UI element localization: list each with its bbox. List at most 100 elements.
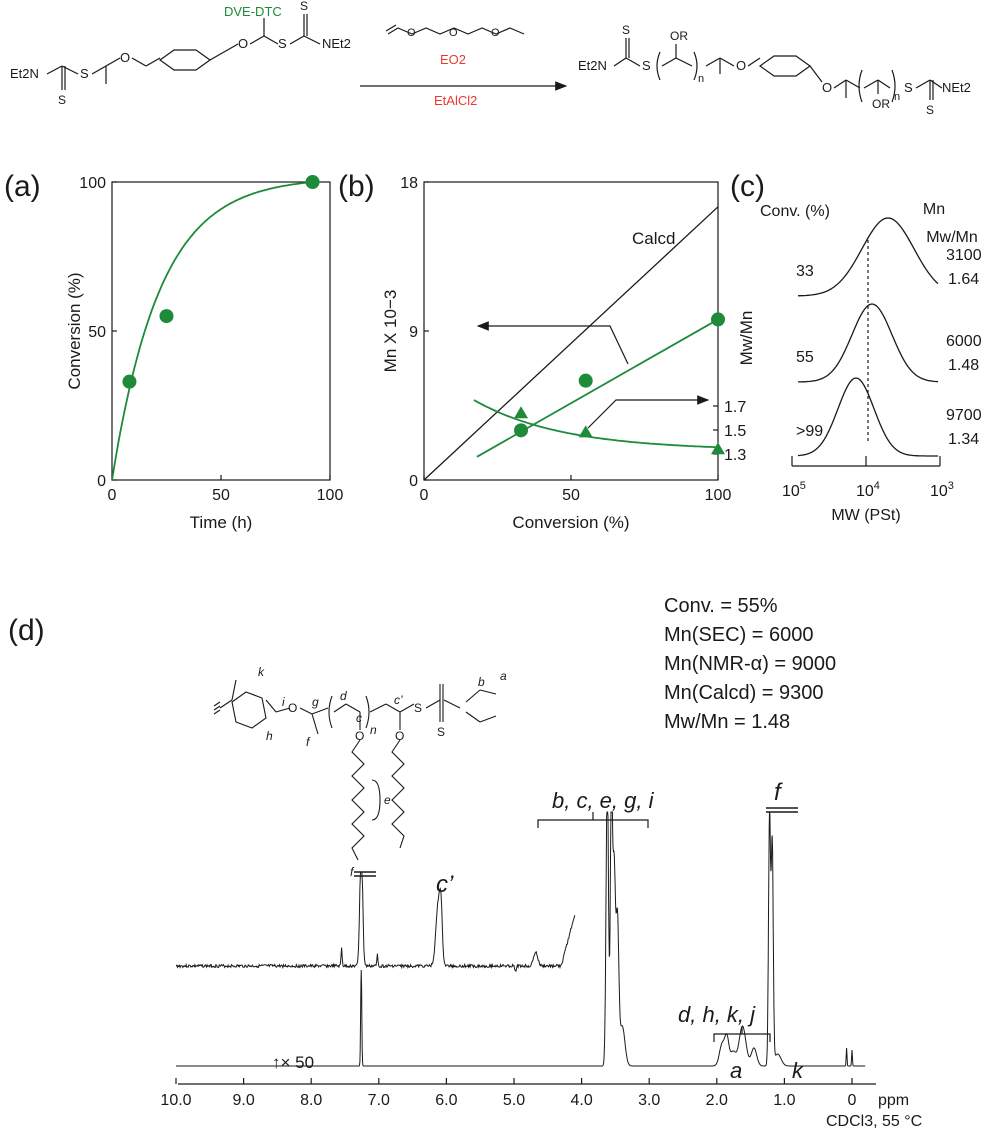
mwmn-point [711, 442, 725, 455]
panel-label-c: (c) [730, 170, 765, 203]
struct-label-n: n [370, 723, 377, 737]
mw-tick-label: 104 [856, 480, 880, 500]
atom-s-right-double: S [300, 0, 308, 13]
nmr-magnified-spectrum [175, 871, 576, 973]
pdi-fit-curve [473, 399, 719, 449]
ppm-tick-label: 8.0 [300, 1092, 322, 1109]
atom-or-product-1: OR [670, 29, 688, 43]
x-tick-label-a: 100 [317, 487, 344, 504]
struct-label-h: f [306, 735, 311, 749]
struct-atom-s-double: S [437, 725, 445, 739]
spectrum-info-line: Mn(SEC) = 6000 [664, 624, 814, 646]
peak-label-bcegi: b, c, e, g, i [552, 788, 655, 813]
data-point-a [305, 175, 320, 189]
atom-s-left-double: S [58, 93, 66, 107]
bracket-bcegi [537, 812, 649, 828]
struct-label-a: a [500, 669, 507, 683]
struct-label-d: d [340, 689, 347, 703]
struct-label-c: c [356, 711, 362, 725]
data-point-a [159, 309, 174, 324]
structure-labels: k i h g f d c n c’ b a e f [258, 665, 507, 879]
atom-s-product-1: S [622, 23, 630, 37]
ppm-tick-label: 10.0 [160, 1092, 191, 1109]
xlabel-a: Time (h) [190, 513, 253, 532]
atom-s-right: S [278, 36, 287, 51]
peak-label-a: a [730, 1058, 742, 1083]
atom-s-product-2: S [642, 58, 651, 73]
ylabel-a: Conversion (%) [65, 272, 84, 389]
ylabel-right-b: Mw/Mn [737, 311, 756, 366]
trace-mwmn-label: 1.34 [948, 431, 979, 448]
mn-point [514, 423, 529, 438]
sec-trace [798, 303, 939, 383]
magnification-label: ↑× 50 [272, 1053, 314, 1072]
ppm-unit: ppm [878, 1092, 909, 1109]
data-point-a [122, 374, 137, 389]
y-tick-label-b: 9 [409, 324, 418, 341]
ppm-tick-label: 9.0 [232, 1092, 254, 1109]
trace-conv-label: 55 [796, 349, 814, 366]
chart-panel-c: Conv. (%) Mn Mw/Mn 3331001.645560001.48>… [760, 201, 982, 524]
trace-conv-label: >99 [796, 423, 823, 440]
spectrum-info-line: Mw/Mn = 1.48 [664, 711, 790, 733]
mw-tick-label: 103 [930, 480, 954, 500]
atom-o-product-1: O [736, 58, 746, 73]
atom-o-right: O [238, 36, 248, 51]
atom-o-product-2: O [822, 80, 832, 95]
ppm-tick-label: 1.0 [773, 1092, 795, 1109]
trace-mwmn-label: 1.48 [948, 357, 979, 374]
peak-label-k: k [792, 1058, 804, 1083]
catalyst-label: EtAlCl2 [434, 93, 477, 108]
atom-s-product-3: S [904, 80, 913, 95]
y-tick-label-a: 50 [88, 324, 106, 341]
y-tick-label-right-b: 1.3 [724, 447, 746, 464]
calcd-label: Calcd [632, 229, 675, 248]
fit-curve-a [111, 181, 313, 481]
trace-conv-label: 33 [796, 263, 814, 280]
peak-label-f: f [774, 779, 783, 806]
peak-label-dhkj: d, h, k, j [678, 1002, 756, 1027]
sec-trace [797, 217, 939, 297]
product-et2n-left: Et2N [578, 58, 607, 73]
atom-o-monomer-1: O [407, 27, 416, 39]
spectrum-info-line: Mn(Calcd) = 9300 [664, 682, 824, 704]
struct-atom-o-3: O [395, 729, 404, 743]
subscript-n-2: n [894, 91, 900, 103]
atom-s-product-4: S [926, 103, 934, 117]
spectrum-info-line: Conv. = 55% [664, 595, 778, 617]
ppm-tick-label: 2.0 [706, 1092, 728, 1109]
struct-atom-o-1: O [288, 701, 297, 715]
y-tick-label-right-b: 1.7 [724, 399, 746, 416]
ppm-tick-label: 0 [848, 1092, 857, 1109]
subscript-n-1: n [698, 73, 704, 85]
trace-mn-label: 3100 [946, 247, 982, 264]
arrow-to-right-axis [587, 395, 710, 429]
x-tick-label-b: 50 [562, 487, 580, 504]
panel-label-d: (d) [8, 614, 45, 647]
polymer-structure [213, 679, 497, 861]
ppm-tick-label: 5.0 [503, 1092, 525, 1109]
ppm-tick-label: 4.0 [570, 1092, 592, 1109]
panel-label-a: (a) [4, 170, 41, 203]
header-mwmn: Mw/Mn [926, 229, 978, 246]
mwmn-point [514, 406, 529, 419]
reagent-net2-right: NEt2 [322, 36, 351, 51]
struct-label-cprime: c’ [394, 693, 403, 707]
atom-or-product-2: OR [872, 97, 890, 111]
y-tick-label-right-b: 1.5 [724, 423, 746, 440]
arrow-to-left-axis [476, 321, 629, 365]
struct-label-g: g [312, 695, 319, 709]
struct-label-k: k [258, 665, 265, 679]
mn-point [711, 312, 725, 327]
struct-atom-s: S [414, 701, 422, 715]
struct-label-e: e [384, 793, 391, 807]
atom-o-left: O [120, 50, 130, 65]
x-tick-label-b: 100 [705, 487, 732, 504]
ppm-tick-label: 6.0 [435, 1092, 457, 1109]
ppm-tick-label: 7.0 [368, 1092, 390, 1109]
bracket-dhkj [713, 1026, 771, 1042]
ppm-tick-label: 3.0 [638, 1092, 660, 1109]
